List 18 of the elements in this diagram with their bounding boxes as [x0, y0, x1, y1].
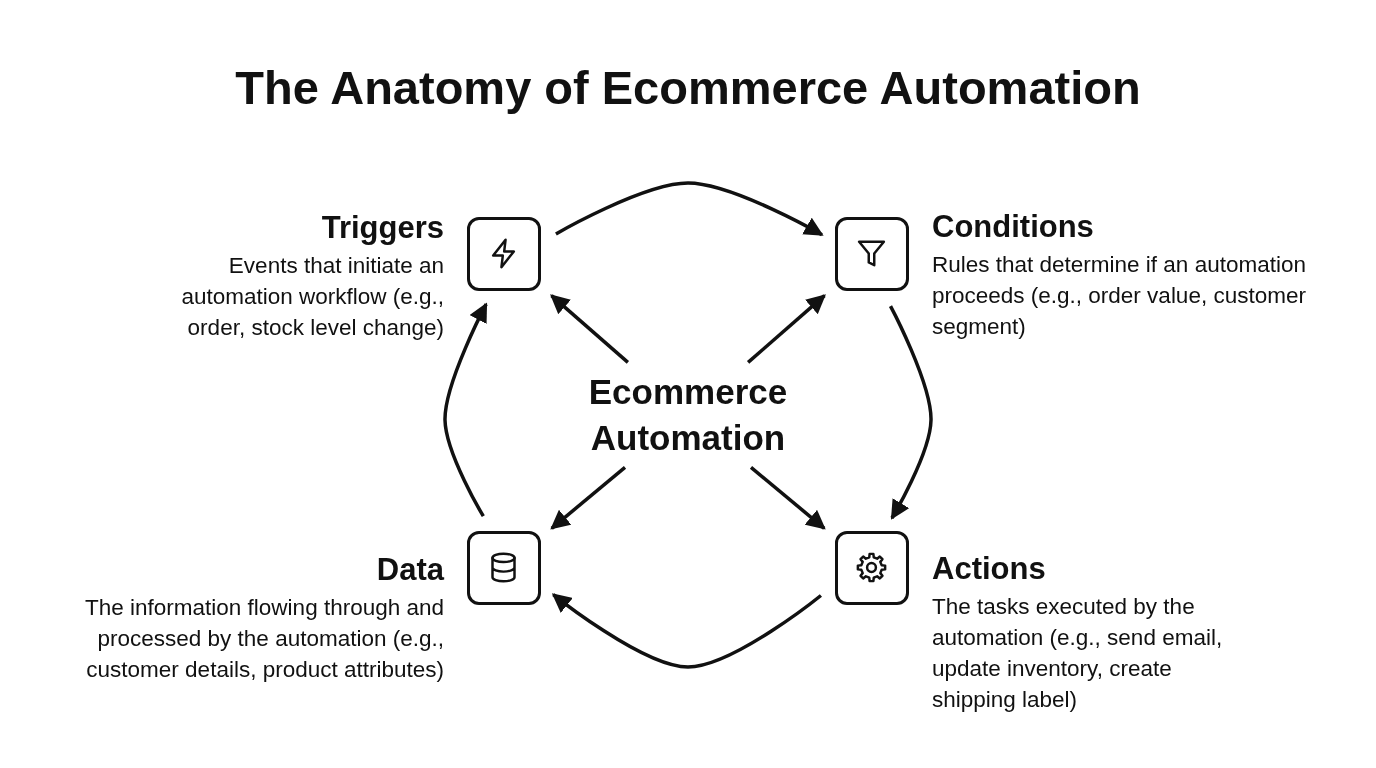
- arrow: [746, 294, 826, 364]
- step-heading: Conditions: [932, 209, 1095, 245]
- step-description: The information flowing through and processed by the automation (e.g., customer details, product attributes): [84, 594, 444, 684]
- curved-arrow: [888, 305, 933, 520]
- curved-arrow: [551, 593, 822, 669]
- step-heading: Actions: [932, 551, 1047, 587]
- arrow: [550, 466, 627, 530]
- arrow: [749, 466, 826, 530]
- step-heading: Triggers: [320, 210, 444, 246]
- step-description: Events that initiate an automation workflow (e.g., order, stock level change): [180, 252, 444, 342]
- curved-arrow: [555, 181, 824, 237]
- center-label: Ecommerce Automation: [587, 371, 789, 459]
- step-heading: Data: [375, 552, 444, 588]
- step-description: Rules that determine if an automation proceeds (e.g., order value, customer segment): [932, 251, 1307, 341]
- title: The Anatomy of Ecommerce Automation: [234, 60, 1142, 116]
- curved-arrow: [443, 302, 488, 518]
- step-description: The tasks executed by the automation (e.g., send email, update inventory, create shipping label): [932, 593, 1224, 714]
- arrow: [550, 294, 630, 364]
